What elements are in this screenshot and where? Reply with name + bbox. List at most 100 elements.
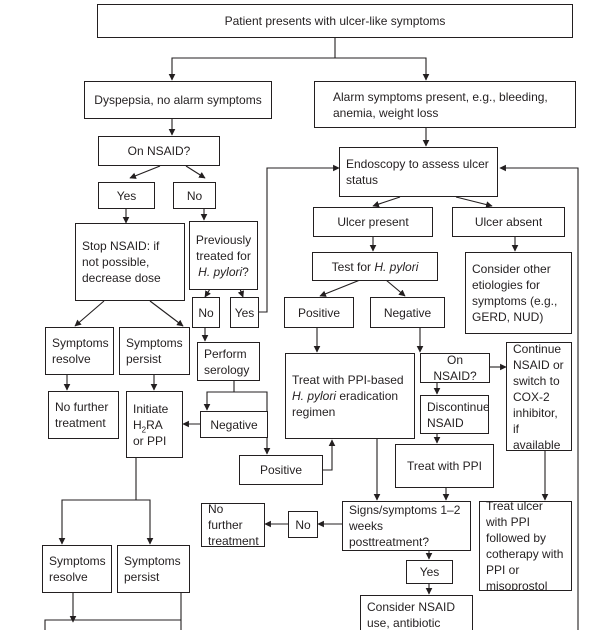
- discontinue-nsaid-label: Discontinue NSAID: [427, 399, 489, 430]
- no-label-1: No: [186, 188, 203, 203]
- edge-test-negative: [385, 279, 406, 297]
- consider-nsaid-label: Consider NSAID use, antibiotic resistanc…: [367, 600, 456, 630]
- treat-with-ppi-label: Treat with PPI: [407, 459, 482, 473]
- negative-label-1: Negative: [383, 305, 432, 320]
- endoscopy-label: Endoscopy to assess ulcer status: [346, 157, 489, 187]
- edge-stop-resolve: [74, 300, 105, 327]
- edge-prev-no: [204, 288, 211, 298]
- symptoms-persist-node-1: Symptoms persist: [119, 327, 190, 375]
- positive-node-2: Positive: [239, 455, 323, 485]
- start-label: Patient presents with ulcer-like symptom…: [224, 14, 446, 28]
- perform-serology-label: Perform serology: [204, 346, 250, 377]
- no-further-treatment-node-1: No further treatment: [48, 391, 119, 439]
- ulcer-absent-label: Ulcer absent: [474, 215, 543, 229]
- treat-ppi-regimen-node: Treat with PPI-based H. pylori eradicati…: [285, 353, 415, 439]
- treat-ppi-regimen-label: Treat with PPI-based: [292, 373, 404, 387]
- edge-initiate-split: [58, 458, 137, 545]
- symptoms-persist-label-2: Symptoms persist: [124, 554, 181, 584]
- alarm-label: Alarm symptoms present, e.g., bleeding, …: [333, 89, 548, 120]
- no-label-3: No: [295, 517, 311, 532]
- previously-treated-text: Previously treated for H. pylori?: [196, 232, 251, 280]
- initiate-h2ra-node: Initiate H2RA or PPI: [126, 391, 183, 458]
- no-node-3: No: [288, 511, 318, 538]
- symptoms-resolve-label-2: Symptoms resolve: [49, 554, 106, 584]
- test-hpylori-pathogen: H. pylori: [374, 259, 419, 274]
- treat-ulcer-node: Treat ulcer with PPI followed by cothera…: [479, 501, 572, 591]
- edge-test-positive: [319, 279, 361, 297]
- no-label-2: No: [198, 305, 214, 320]
- treat-ppi-regimen-label-2: eradication regimen: [292, 389, 399, 419]
- no-node-2: No: [192, 297, 220, 328]
- previously-treated-node: Previously treated for H. pylori?: [189, 221, 258, 290]
- edge-yes2-endoscopy: [259, 164, 340, 313]
- yes-node-1: Yes: [98, 182, 155, 209]
- edge-serology-split: [203, 380, 235, 411]
- no-node-1: No: [173, 182, 216, 209]
- edge-right-loop: [499, 164, 579, 630]
- symptoms-resolve-label-1: Symptoms resolve: [52, 336, 109, 366]
- positive-label-1: Positive: [297, 305, 341, 320]
- yes-label-2: Yes: [234, 305, 255, 320]
- dyspepsia-label: Dyspepsia, no alarm symptoms: [94, 93, 262, 107]
- dyspepsia-node: Dyspepsia, no alarm symptoms: [84, 81, 272, 119]
- yes-node-3: Yes: [406, 560, 453, 584]
- edge-bottom-left: [44, 619, 181, 630]
- symptoms-resolve-node-1: Symptoms resolve: [45, 327, 114, 375]
- signs-symptoms-node: Signs/symptoms 1–2 weeks posttreatment?: [342, 501, 471, 551]
- positive-label-2: Positive: [259, 463, 303, 477]
- edge-positive-treat: [323, 439, 336, 471]
- continue-nsaid-label: Continue NSAID or switch to COX-2 inhibi…: [513, 342, 564, 451]
- previously-treated-label: Previously treated for: [195, 232, 252, 263]
- ulcer-present-label: Ulcer present: [337, 215, 409, 229]
- treat-ulcer-label: Treat ulcer with PPI followed by cothera…: [486, 501, 564, 591]
- yes-node-2: Yes: [230, 297, 259, 328]
- stop-nsaid-label: Stop NSAID: if not possible, decrease do…: [82, 239, 161, 285]
- stop-nsaid-node: Stop NSAID: if not possible, decrease do…: [75, 223, 185, 301]
- no-further-treatment-node-2: No further treatment: [201, 503, 265, 547]
- edge-prev-yes: [237, 288, 245, 298]
- treat-with-ppi-node: Treat with PPI: [395, 444, 494, 488]
- initiate-h2ra-label-2: RA or PPI: [133, 417, 167, 448]
- edge-stop-persist: [149, 300, 184, 327]
- symptoms-resolve-node-2: Symptoms resolve: [42, 545, 112, 593]
- previously-treated-qmark: ?: [242, 264, 249, 279]
- on-nsaid-label-2: On NSAID?: [433, 353, 477, 383]
- edge-endo-absent: [455, 196, 493, 208]
- continue-nsaid-node: Continue NSAID or switch to COX-2 inhibi…: [506, 342, 572, 451]
- discontinue-nsaid-node: Discontinue NSAID: [420, 395, 489, 434]
- yes-label-1: Yes: [116, 188, 137, 203]
- edge-nsaid-no: [185, 165, 206, 179]
- start-node: Patient presents with ulcer-like symptom…: [97, 4, 573, 38]
- signs-symptoms-label: Signs/symptoms 1–2 weeks posttreatment?: [349, 503, 461, 549]
- previously-treated-pathogen: H. pylori: [198, 264, 243, 279]
- treat-ppi-regimen-pathogen: H. pylori: [292, 389, 337, 403]
- on-nsaid-label-1: On NSAID?: [127, 144, 191, 158]
- consider-other-label: Consider other etiologies for symptoms (…: [472, 262, 558, 324]
- consider-other-node: Consider other etiologies for symptoms (…: [465, 252, 572, 334]
- test-hpylori-text: Test for H. pylori: [332, 259, 419, 275]
- ulcer-absent-node: Ulcer absent: [452, 207, 565, 237]
- negative-label-2: Negative: [210, 417, 258, 432]
- edge-start-split: [168, 37, 336, 81]
- on-nsaid-node-2: On NSAID?: [420, 353, 490, 383]
- initiate-h2ra-label: Initiate H: [133, 401, 169, 432]
- perform-serology-node: Perform serology: [197, 342, 260, 381]
- no-further-treatment-label-1: No further treatment: [55, 400, 109, 430]
- negative-node-1: Negative: [370, 297, 445, 328]
- test-hpylori-node: Test for H. pylori: [312, 252, 438, 281]
- edge-initiate-persist2: [136, 499, 154, 545]
- yes-label-3: Yes: [419, 565, 440, 579]
- on-nsaid-node-1: On NSAID?: [98, 136, 220, 166]
- initiate-h2ra-subscript: 2: [141, 424, 147, 434]
- edge-start-alarm: [335, 57, 430, 81]
- no-further-treatment-label-2: No further treatment: [208, 503, 259, 547]
- ulcer-present-node: Ulcer present: [313, 207, 433, 237]
- treat-ppi-regimen-text: Treat with PPI-based H. pylori eradicati…: [292, 372, 408, 420]
- initiate-h2ra-text: Initiate H2RA or PPI: [133, 401, 176, 449]
- test-hpylori-label: Test for: [331, 259, 371, 274]
- symptoms-persist-node-2: Symptoms persist: [117, 545, 190, 593]
- consider-nsaid-node: Consider NSAID use, antibiotic resistanc…: [360, 595, 473, 630]
- positive-node-1: Positive: [284, 297, 354, 328]
